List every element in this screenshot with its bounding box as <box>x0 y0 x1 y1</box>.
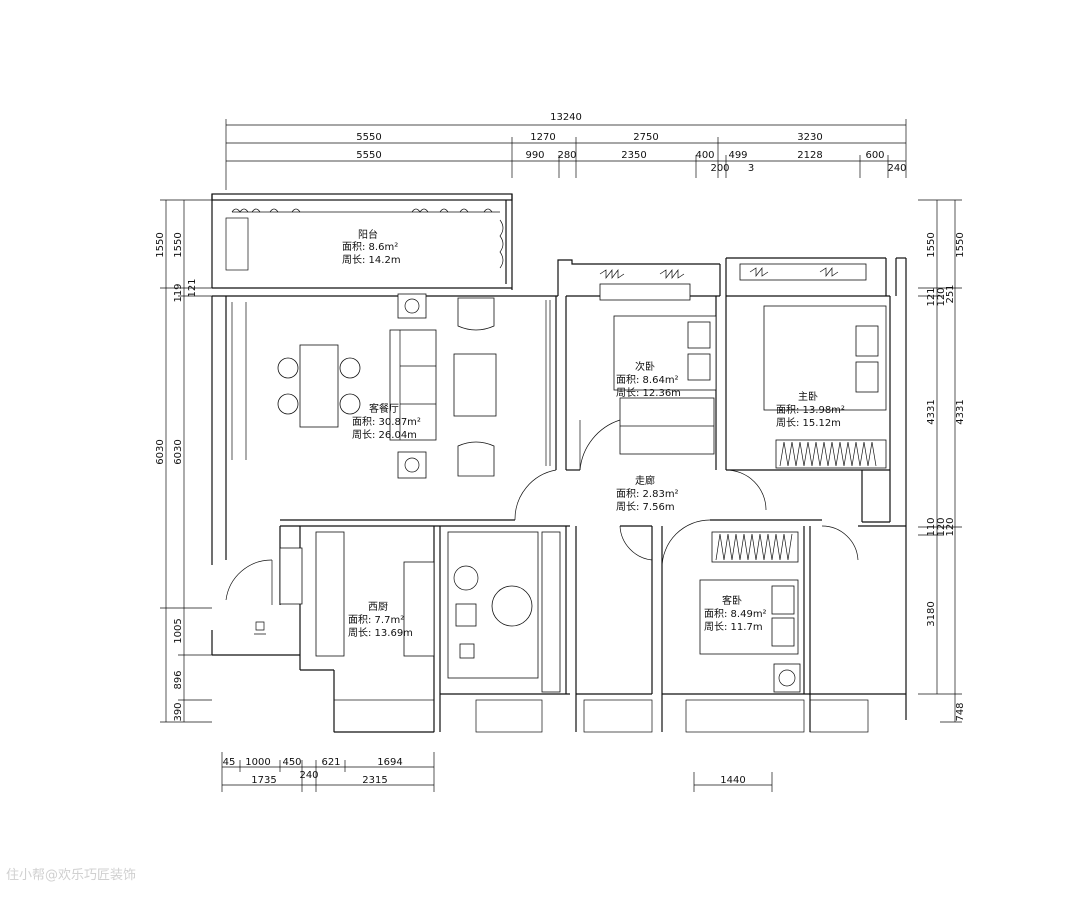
dim-top-r2-1: 990 <box>525 150 544 161</box>
dim-left-outer-1: 6030 <box>155 439 166 464</box>
side-table <box>397 293 427 319</box>
master-bedroom-area: 面积: 13.98m² <box>776 404 845 416</box>
dim-bottom-r1-4: 1694 <box>377 757 402 768</box>
dim-right-inner-3: 251 <box>945 284 956 303</box>
dim-top-total: 13240 <box>550 112 582 123</box>
kitchen-counter <box>403 561 435 657</box>
dim-top-r1-0: 5550 <box>356 132 381 143</box>
second-bedroom-area: 面积: 8.64m² <box>616 374 679 386</box>
dim-bottom-right: 1440 <box>720 775 745 786</box>
dim-bottom-r1b: 240 <box>299 770 318 781</box>
dim-right-outer-2: 748 <box>955 702 966 721</box>
dim-right-inner-7: 120 <box>945 517 956 536</box>
bed <box>763 305 887 411</box>
dim-right-inner-1: 121 <box>926 287 937 306</box>
kitchen-area: 面积: 7.7m² <box>348 614 404 626</box>
dim-top-r2-2: 280 <box>557 150 576 161</box>
dim-bottom-r2-0: 1735 <box>251 775 276 786</box>
living-perimeter: 周长: 26.04m <box>352 429 417 441</box>
dim-bottom-r2-1: 2315 <box>362 775 387 786</box>
bottom-dimensions: 45 1000 450 621 1694 240 1735 2315 1440 <box>221 752 773 792</box>
dim-right-inner-5: 110 <box>926 517 937 536</box>
dim-bottom-r1-3: 621 <box>321 757 340 768</box>
dining-chair <box>277 357 299 379</box>
dim-left-inner-4: 1005 <box>173 618 184 643</box>
kitchen-counter <box>315 531 345 657</box>
dim-left-inner-1: 121 <box>187 278 198 297</box>
coffee-table <box>453 353 497 417</box>
guest-bedroom-area: 面积: 8.49m² <box>704 608 767 620</box>
dim-top-r2-7: 600 <box>865 150 884 161</box>
right-dimensions: 1550 121 120 251 4331 110 120 120 3180 1… <box>918 199 966 723</box>
doors <box>225 419 859 605</box>
master-bedroom-furniture <box>739 263 887 469</box>
chair <box>491 585 533 627</box>
left-dimensions: 1550 6030 1550 121 119 6030 1005 896 390 <box>155 199 212 723</box>
dim-left-outer-0: 1550 <box>155 232 166 257</box>
dim-bottom-r1-1: 1000 <box>245 757 270 768</box>
dim-top-r3-1: 3 <box>748 163 754 174</box>
watermark: 住小帮@欢乐巧匠装饰 <box>6 868 137 883</box>
guest-bedroom-name: 客卧 <box>722 594 742 607</box>
dim-bottom-r1-0: 45 <box>223 757 236 768</box>
wardrobe <box>711 531 799 563</box>
dim-left-inner-2: 119 <box>173 283 184 302</box>
dim-right-inner-4: 4331 <box>926 399 937 424</box>
dim-top-r1-1: 1270 <box>530 132 555 143</box>
dim-top-r3-2: 240 <box>887 163 906 174</box>
dim-top-r2-3: 2350 <box>621 150 646 161</box>
guest-bedroom-perimeter: 周长: 11.7m <box>704 621 763 633</box>
dim-left-inner-3: 6030 <box>173 439 184 464</box>
armchair <box>457 441 495 477</box>
living-name: 客餐厅 <box>369 402 399 415</box>
dining-chair <box>277 393 299 415</box>
dining-table <box>299 344 339 428</box>
dim-top-r2-4: 400 <box>695 150 714 161</box>
second-bedroom-name: 次卧 <box>635 360 655 373</box>
sofa <box>389 329 437 441</box>
dim-right-inner-2: 120 <box>936 287 947 306</box>
dim-right-inner-0: 1550 <box>926 232 937 257</box>
dim-left-inner-6: 390 <box>173 702 184 721</box>
master-bedroom-perimeter: 周长: 15.12m <box>776 417 841 429</box>
dining-chair <box>339 357 361 379</box>
kitchen-perimeter: 周长: 13.69m <box>348 627 413 639</box>
dim-top-r2-0: 5550 <box>356 150 381 161</box>
dim-right-outer-1: 4331 <box>955 399 966 424</box>
corridor-name: 走廊 <box>635 474 655 487</box>
dim-right-outer-0: 1550 <box>955 232 966 257</box>
top-dimensions: 13240 5550 1270 2750 3230 5550 990 280 2… <box>225 112 907 190</box>
kitchen-name: 西厨 <box>368 601 388 613</box>
corridor-perimeter: 周长: 7.56m <box>616 501 675 513</box>
dim-bottom-r1-2: 450 <box>282 757 301 768</box>
living-area: 面积: 30.87m² <box>352 416 421 428</box>
corridor-area: 面积: 2.83m² <box>616 488 679 500</box>
dim-top-r3-0: 200 <box>710 163 729 174</box>
balcony-name: 阳台 <box>358 228 378 241</box>
room-labels: 阳台 面积: 8.6m² 周长: 14.2m 客餐厅 面积: 30.87m² 周… <box>342 228 845 639</box>
dim-top-r1-3: 3230 <box>797 132 822 143</box>
armchair <box>457 297 495 331</box>
dim-top-r2-6: 2128 <box>797 150 822 161</box>
dining-chair <box>339 393 361 415</box>
second-bedroom-perimeter: 周长: 12.36m <box>616 387 681 399</box>
dim-right-inner-8: 3180 <box>926 601 937 626</box>
entrance-marker-icon <box>254 621 266 635</box>
guest-bedroom-furniture <box>699 531 801 693</box>
side-table <box>397 451 427 479</box>
kitchen-furniture <box>254 531 561 693</box>
dim-top-r1-2: 2750 <box>633 132 658 143</box>
dim-left-inner-5: 896 <box>173 670 184 689</box>
master-bedroom-name: 主卧 <box>798 390 818 403</box>
dim-right-inner-6: 120 <box>936 517 947 536</box>
dim-left-inner-0: 1550 <box>173 232 184 257</box>
second-bedroom-furniture <box>599 268 717 455</box>
living-furniture <box>231 293 551 479</box>
dim-top-r2-5: 499 <box>728 150 747 161</box>
balcony-details <box>225 208 504 271</box>
balcony-area: 面积: 8.6m² <box>342 241 398 253</box>
walls <box>211 193 907 733</box>
balcony-perimeter: 周长: 14.2m <box>342 254 401 266</box>
